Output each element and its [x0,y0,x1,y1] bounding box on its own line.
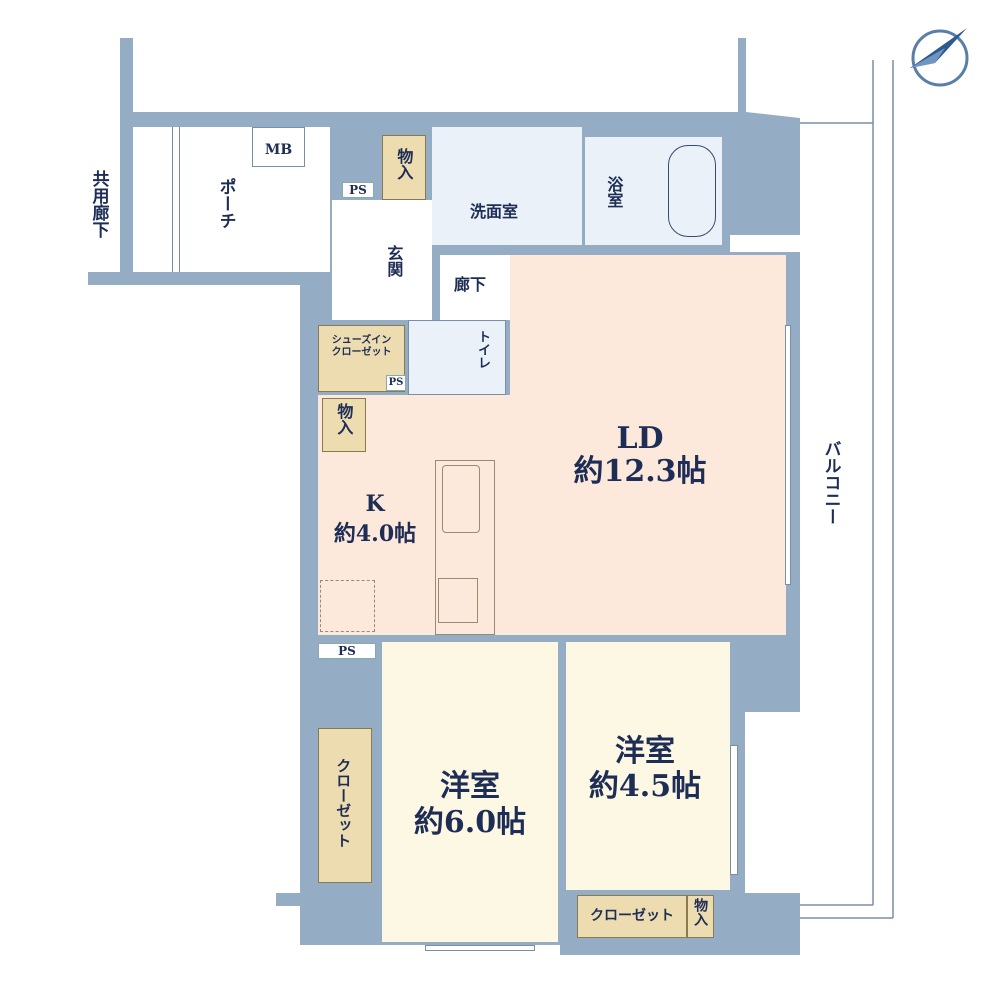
closet-left [318,728,372,883]
storage-label: 物入 [334,403,354,435]
toilet-label: トイレ [474,330,490,369]
window-room1 [425,945,535,951]
hallway [440,255,510,320]
ps-label: PS [386,375,406,391]
closet-left-label: クローゼット [334,758,353,848]
porch-gate [172,127,180,272]
mb-box [252,127,305,167]
entrance [332,200,432,320]
window-room2 [730,745,738,875]
western2-name: 洋室 [615,734,675,769]
storage-entrance [382,135,426,200]
ld-size: 約12.3帖 [573,454,707,489]
storage-label: 物入 [394,148,414,180]
storage-bottom-label: 物入 [692,898,709,926]
toilet [408,320,506,395]
western-room-1 [382,642,558,942]
shoe-closet-label: シューズイン クローゼット [331,335,392,358]
closet-bottom-label: クローゼット [590,908,674,924]
fridge-space [320,580,375,632]
storage-k [322,398,366,452]
hallway-label: 廊下 [454,275,487,294]
entrance-label: 玄関 [384,245,404,277]
balcony-label: バルコニー [820,440,841,525]
closet-bottom [577,895,687,938]
western1-name: 洋室 [440,769,500,804]
washroom-label: 洗面室 [470,202,519,221]
window-ld [785,325,791,585]
mb-label: MB [264,142,293,158]
common-corridor-label: 共用廊下 [88,170,109,238]
stove-icon [438,578,478,623]
western1-size: 約6.0帖 [413,805,527,840]
bath-label: 浴室 [604,176,624,208]
ps-label: PS [318,643,376,659]
compass-icon [910,28,969,87]
ps-label: PS [342,182,374,198]
sink-icon [442,465,480,533]
k-size: 約4.0帖 [333,521,417,547]
ld-room [510,255,786,635]
bathtub-icon [668,145,716,237]
washroom [432,127,582,245]
k-name: K [365,491,385,517]
ld-name: LD [616,421,664,456]
western-room-2 [566,642,730,890]
kitchen-counter [435,460,495,635]
storage-bottom [687,895,714,938]
porch-label: ポーチ [215,178,236,229]
western2-size: 約4.5帖 [588,769,702,804]
